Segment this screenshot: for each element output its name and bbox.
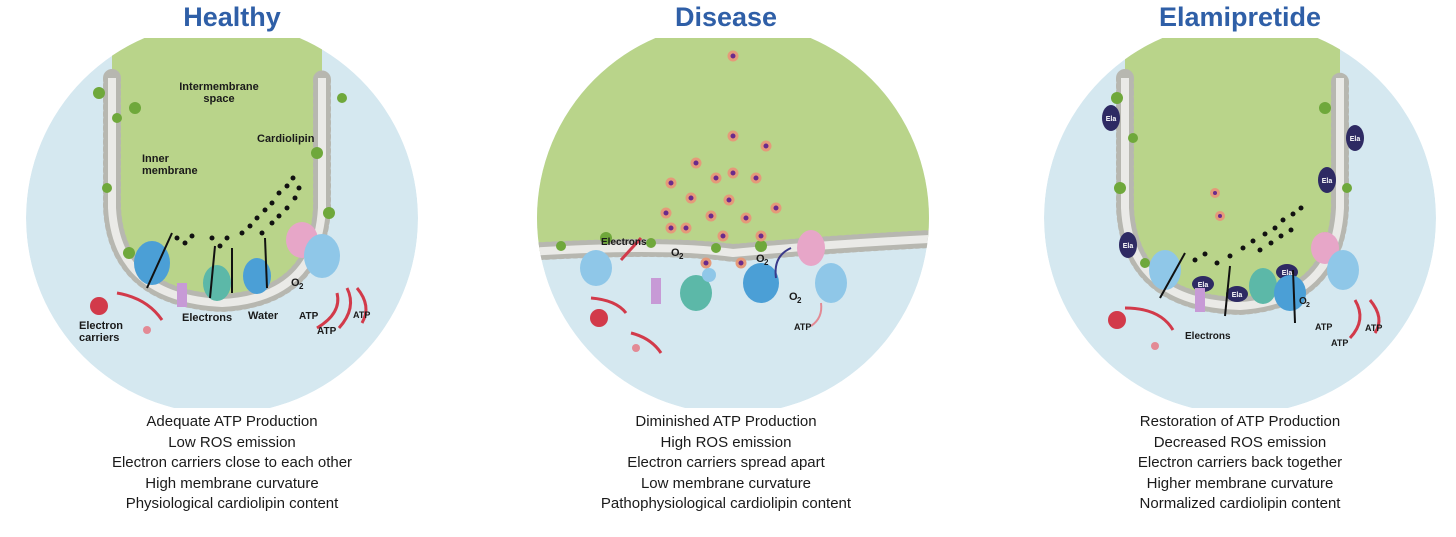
label-o2-sub: 2	[299, 282, 304, 291]
ros-particles	[1210, 188, 1225, 221]
label-o2: O	[756, 253, 765, 265]
label-atp: ATP	[317, 326, 337, 337]
label-electron: Electron	[79, 320, 123, 332]
protein-complexes	[1149, 232, 1359, 312]
label-o2: O	[671, 247, 680, 259]
electron-carrier	[1108, 311, 1126, 329]
o2-arrow	[774, 247, 792, 279]
label-ela: Ela	[1350, 136, 1361, 143]
caption-line: Electron carriers back together	[1137, 454, 1343, 472]
panel-title: Disease	[674, 2, 778, 32]
label-o2: O	[789, 291, 798, 303]
label-cardiolipin: Cardiolipin	[257, 133, 315, 145]
label-electrons: Electrons	[1185, 331, 1231, 342]
caption: Diminished ATP Production High ROS emiss…	[496, 412, 956, 515]
label-o2-sub: 2	[679, 252, 684, 261]
caption-line: Pathophysiological cardiolipin content	[600, 495, 852, 513]
electron-dots	[174, 175, 302, 249]
label-electrons: Electrons	[182, 312, 232, 324]
label-atp: ATP	[1315, 322, 1332, 332]
electron-carrier	[632, 344, 640, 352]
panel-healthy: Healthy	[2, 0, 462, 537]
electron-carrier	[143, 326, 151, 334]
electron-carrier	[590, 309, 608, 327]
protein-complexes	[580, 230, 847, 311]
label-space: space	[203, 93, 234, 105]
label-ela: Ela	[1198, 282, 1209, 289]
electron-carrier	[90, 297, 108, 315]
intermembrane-space	[1125, 38, 1340, 306]
caption-line: High membrane curvature	[145, 474, 319, 492]
caption-line: Restoration of ATP Production	[1139, 413, 1341, 430]
label-membrane: membrane	[142, 165, 198, 177]
label-ela: Ela	[1106, 116, 1117, 123]
label-o2-sub: 2	[797, 296, 802, 305]
label-atp: ATP	[794, 322, 811, 332]
electron-carrier	[1151, 342, 1159, 350]
panel-elamipretide: Elamipretide	[1010, 0, 1456, 537]
label-intermembrane: Intermembrane	[179, 81, 258, 93]
caption-line: Low membrane curvature	[640, 474, 812, 492]
caption-line: Electron carriers close to each other	[111, 454, 353, 472]
label-ela: Ela	[1322, 178, 1333, 185]
ros-particles	[660, 50, 782, 269]
panel-title: Healthy	[183, 2, 281, 32]
label-water: Water	[248, 310, 279, 322]
label-ela: Ela	[1232, 292, 1243, 299]
panel-disease: Disease	[496, 0, 956, 537]
caption-line: Low ROS emission	[168, 433, 296, 451]
electron-arrows	[1159, 252, 1296, 324]
caption-line: Normalized cardiolipin content	[1139, 495, 1341, 513]
intermembrane-space	[537, 38, 929, 253]
label-electrons: Electrons	[601, 237, 647, 248]
label-ela: Ela	[1282, 270, 1293, 277]
label-o2: O	[291, 277, 300, 289]
caption-line: Decreased ROS emission	[1153, 433, 1327, 451]
caption-line: Electron carriers spread apart	[627, 454, 825, 472]
intermembrane-space	[112, 38, 322, 303]
protein-complexes	[134, 222, 340, 307]
label-atp: ATP	[353, 310, 370, 320]
label-atp: ATP	[1365, 323, 1382, 333]
atp-arrows	[116, 287, 368, 330]
panel-title: Elamipretide	[1158, 2, 1322, 32]
atp-arrows	[1124, 299, 1381, 340]
electron-arrows	[146, 232, 268, 299]
label-carriers: carriers	[79, 332, 119, 344]
atp-arrow	[810, 302, 823, 327]
electron-dots	[1192, 205, 1304, 266]
mitochondria-diagram: Intermembrane space Cardiolipin Inner me…	[26, 38, 418, 408]
label-atp: ATP	[1331, 338, 1348, 348]
mitochondria-diagram: Electrons O 2 O 2 O 2 ATP	[537, 38, 929, 408]
caption: Restoration of ATP Production Decreased …	[1010, 412, 1456, 515]
label-atp: ATP	[299, 311, 319, 322]
mitochondria-diagram: Ela Ela Ela Ela Ela Ela Ela Electrons O …	[1044, 38, 1436, 408]
caption-line: Higher membrane curvature	[1146, 474, 1334, 492]
caption-line: Diminished ATP Production	[635, 413, 817, 430]
label-o2: O	[1299, 296, 1307, 307]
label-ela: Ela	[1123, 243, 1134, 250]
caption-line: Physiological cardiolipin content	[125, 495, 339, 513]
caption-line: High ROS emission	[660, 433, 792, 451]
label-o2-sub: 2	[1306, 302, 1310, 309]
label-inner: Inner	[142, 153, 170, 165]
caption: Adequate ATP Production Low ROS emission…	[2, 412, 462, 515]
atp-arrows	[590, 236, 663, 354]
label-o2-sub: 2	[764, 258, 769, 267]
caption-line: Adequate ATP Production	[146, 413, 318, 430]
